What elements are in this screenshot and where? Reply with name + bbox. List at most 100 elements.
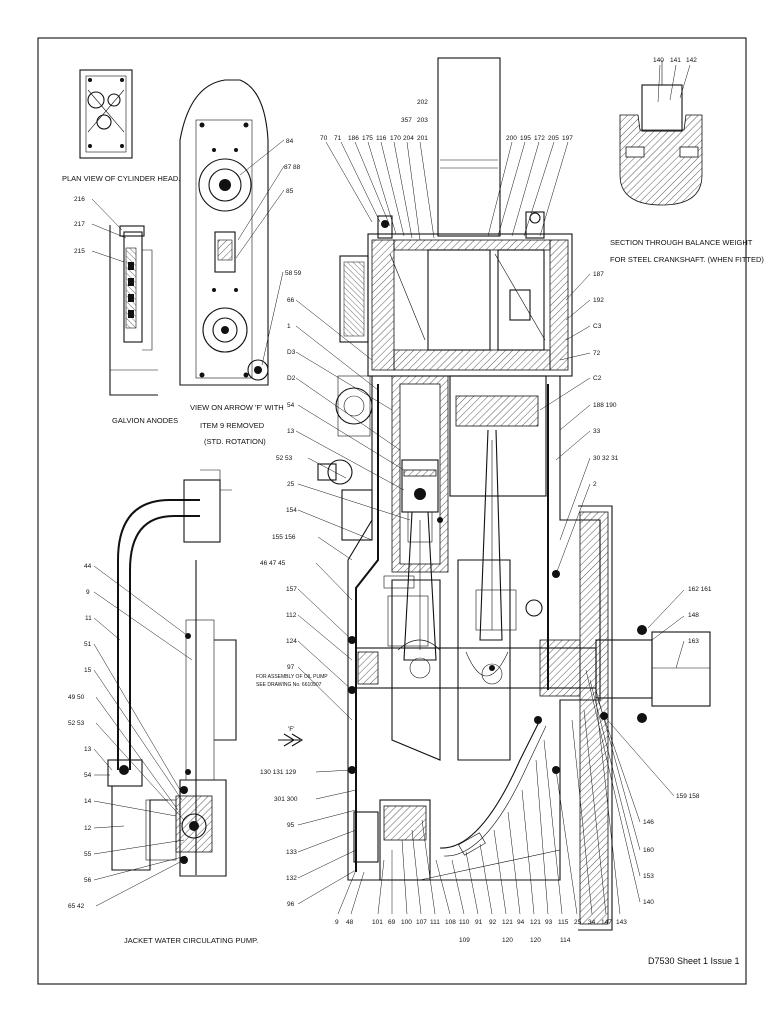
callout-pump-9: 9: [86, 589, 90, 596]
arrow-f-marker: [278, 733, 304, 747]
callout-bottom-111: 111: [430, 919, 440, 926]
callout-pump-55: 55: [84, 851, 92, 858]
callout-pump-14: 14: [84, 798, 92, 805]
callout-140-top: 140: [653, 57, 664, 64]
left-callout-leaders: [295, 299, 411, 905]
callout-pump-56: 56: [84, 877, 92, 884]
callout-pump-44: 44: [84, 563, 92, 570]
arrow-view-caption-2: ITEM 9 REMOVED: [200, 421, 265, 430]
callout-bottom-107: 107: [416, 919, 427, 926]
callout-95: 95: [287, 822, 295, 829]
galvion-anodes-detail: [91, 198, 158, 396]
callout-bottom-9: 9: [335, 919, 339, 926]
callout-70: 70: [320, 135, 328, 142]
callout-163: 163: [688, 638, 699, 645]
callout-pump-54: 54: [84, 772, 92, 779]
callout-13: 13: [287, 428, 295, 435]
callout-52-53: 52 53: [276, 455, 293, 462]
callout-pump-49-50: 49 50: [68, 694, 85, 701]
galvion-caption: GALVION ANODES: [112, 416, 178, 425]
callout-85: 85: [286, 188, 294, 195]
callout-170: 170: [390, 135, 401, 142]
callout-33: 33: [593, 428, 601, 435]
callout-pump-11: 11: [85, 615, 92, 622]
callout-172: 172: [534, 135, 545, 142]
callout-132: 132: [286, 875, 297, 882]
sheet-border: [37, 37, 747, 985]
drawing-reference: D7530 Sheet 1 Issue 1: [648, 956, 740, 966]
callout-200: 200: [506, 135, 517, 142]
arrow-view-caption-3: (STD. ROTATION): [204, 437, 266, 446]
callout-130-131-129: 130 131 129: [260, 769, 297, 776]
plan-view-cylinder-head: [79, 69, 133, 159]
callout-201: 201: [417, 135, 428, 142]
callout-bottom-120: 120: [502, 937, 513, 944]
callout-bottom-147: 147: [601, 919, 612, 926]
callout-bottom-92: 92: [489, 919, 497, 926]
callout-bottom-114: 114: [560, 937, 571, 944]
callout-84: 84: [286, 138, 294, 145]
callout-195: 195: [520, 135, 531, 142]
callout-142: 142: [686, 57, 697, 64]
callout-bottom-110: 110: [459, 919, 470, 926]
callout-162-161: 162 161: [688, 586, 712, 593]
callout-bottom-25: 25: [574, 919, 582, 926]
callout-pump-65-42: 65 42: [68, 903, 85, 910]
callout-bottom-109: 109: [459, 937, 470, 944]
callout-186: 186: [348, 135, 359, 142]
callout-bottom-115: 115: [558, 919, 569, 926]
callout-c2: C2: [593, 375, 602, 382]
callout-175: 175: [362, 135, 373, 142]
callout-66: 66: [287, 297, 295, 304]
callout-d2: D2: [287, 375, 296, 382]
callout-157: 157: [286, 586, 297, 593]
callout-bottom-100: 100: [401, 919, 412, 926]
callout-bottom-101: 101: [372, 919, 383, 926]
callout-bottom-93: 93: [545, 919, 553, 926]
callout-bottom-121: 121: [502, 919, 513, 926]
callout-140: 140: [643, 899, 654, 906]
main-engine-section: [317, 57, 711, 931]
callout-bottom-143: 143: [616, 919, 627, 926]
callout-bottom-34: 34: [588, 919, 596, 926]
callout-203: 203: [417, 117, 428, 124]
callout-112: 112: [286, 612, 297, 619]
callout-pump-51: 51: [84, 641, 92, 648]
callout-301-300: 301 300: [274, 796, 298, 803]
callout-30-32-31: 30 32 31: [593, 455, 619, 462]
callout-192: 192: [593, 297, 604, 304]
callout-116: 116: [376, 135, 387, 142]
callout-72: 72: [593, 350, 601, 357]
balance-caption-1: SECTION THROUGH BALANCE WEIGHT: [610, 238, 753, 247]
callout-155-156: 155 156: [272, 534, 296, 541]
oil-pump-note-1: FOR ASSEMBLY OF OIL PUMP: [256, 674, 328, 680]
jacket-pump-caption: JACKET WATER CIRCULATING PUMP.: [124, 936, 258, 945]
right-callout-leaders: [539, 273, 685, 903]
callout-25: 25: [287, 481, 295, 488]
callout-202: 202: [417, 99, 428, 106]
callout-141: 141: [670, 57, 681, 64]
callout-pump-13: 13: [84, 746, 92, 753]
callout-bottom-91: 91: [475, 919, 483, 926]
callout-2: 2: [593, 481, 597, 488]
callout-bottom-120b: 120: [530, 937, 541, 944]
top-callout-leaders: [325, 141, 569, 241]
callout-187: 187: [593, 271, 604, 278]
callout-bottom-48: 48: [346, 919, 354, 926]
callout-96: 96: [287, 901, 295, 908]
callout-97: 97: [287, 664, 295, 671]
callout-133: 133: [286, 849, 297, 856]
callout-215: 215: [74, 248, 85, 255]
balance-weight-section: [619, 60, 703, 206]
callout-46-47-45: 46 47 45: [260, 560, 286, 567]
callout-bottom-69: 69: [388, 919, 396, 926]
callout-d3: D3: [287, 349, 296, 356]
callout-160: 160: [643, 847, 654, 854]
pump-callout-leaders: [93, 565, 193, 907]
callout-bottom-94: 94: [517, 919, 525, 926]
callout-pump-12: 12: [84, 825, 92, 832]
jacket-water-pump: [107, 469, 237, 877]
callout-217: 217: [74, 221, 85, 228]
